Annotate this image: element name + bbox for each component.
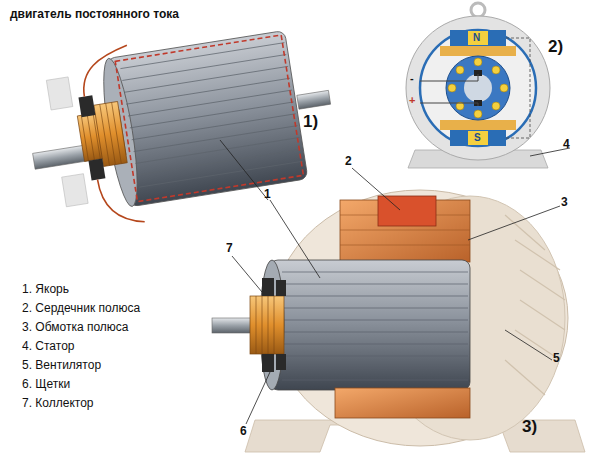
figure-number: 1) [303,113,318,132]
legend-line: 7. Коллектор [22,397,94,410]
legend-line: 4. Статор [22,340,75,353]
legend-line: 3. Обмотка полюса [22,321,129,334]
legend-line: 5. Вентилятор [22,359,101,372]
pole-letter: S [474,132,481,143]
callout-number: 4 [563,138,570,151]
callout-number: 3 [561,196,568,209]
callout-number: 1 [264,188,271,201]
callout-number: 5 [553,352,560,365]
polarity-sign: - [410,72,414,84]
callout-number: 2 [345,155,352,168]
legend-line: 6. Щетки [22,378,70,391]
legend-line: 1. Якорь [22,283,69,296]
legend-line: 2. Сердечник полюса [22,302,140,315]
figure-number: 3) [522,418,537,437]
armature-figure [18,15,344,237]
figure-number: 2) [548,38,563,57]
diagram-title: двигатель постоянного тока [10,8,179,21]
callout-number: 7 [226,242,233,255]
callout-number: 6 [240,425,247,438]
polarity-sign: + [409,94,415,106]
leader-lines [220,140,560,424]
cross-section-figure [406,3,570,168]
assembled-motor-figure [212,190,585,452]
pole-letter: N [473,32,480,43]
